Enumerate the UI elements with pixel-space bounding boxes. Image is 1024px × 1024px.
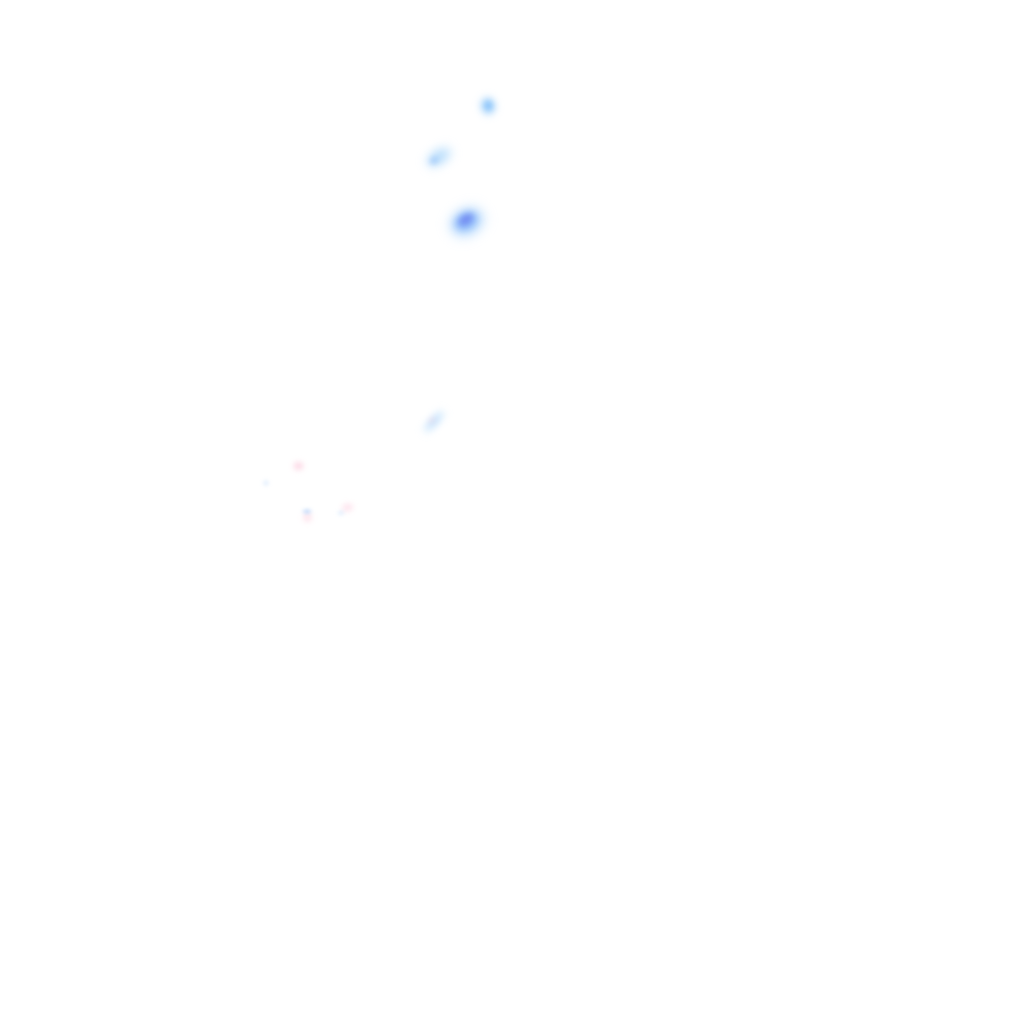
blob-large-mid: [441, 199, 491, 243]
dot-tiny-blue: [262, 479, 270, 487]
streak-blue: [414, 400, 454, 442]
streak-pink-hint: [425, 413, 439, 427]
blob-top-small-halo: [473, 90, 503, 122]
dot-pink: [289, 459, 307, 473]
blob-mid-halo: [414, 134, 464, 180]
blob-top-small-core: [480, 95, 496, 115]
blob-mid-core: [424, 151, 444, 169]
blob-large-core: [451, 205, 481, 233]
smudge-pink-left: [299, 509, 315, 525]
smudge-pink-right: [336, 498, 358, 516]
dash-blue-left: [300, 508, 314, 514]
blob-large-halo: [432, 190, 502, 254]
dash-blue-right: [336, 511, 346, 515]
